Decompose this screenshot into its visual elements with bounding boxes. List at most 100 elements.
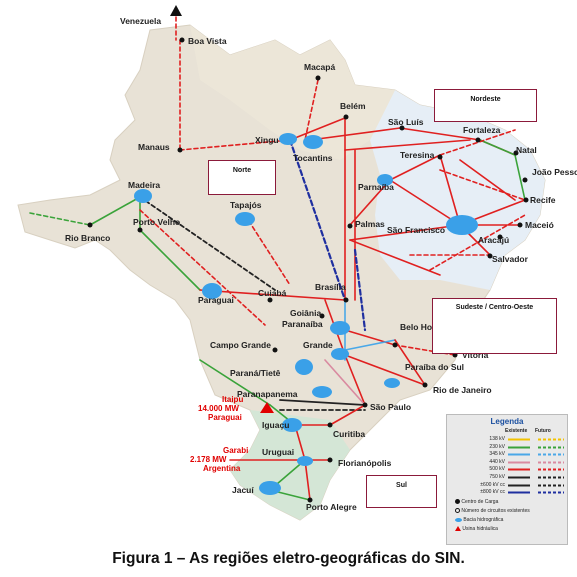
svg-text:Palmas: Palmas (355, 219, 385, 229)
basin-xingu (279, 133, 297, 145)
basin-tocantins (303, 135, 323, 149)
svg-text:Paranaíba: Paranaíba (282, 319, 323, 329)
svg-text:Argentina: Argentina (203, 464, 241, 473)
basin-grande (331, 348, 349, 360)
legend-title: Legenda (490, 417, 524, 426)
garabi-annotation: Garabi 2.178 MW Argentina (190, 446, 248, 473)
svg-text:Porto Alegre: Porto Alegre (306, 502, 357, 512)
load-centers (87, 37, 529, 503)
svg-text:Paraguai: Paraguai (198, 295, 234, 305)
legend-row-voltage: ±800 kV cc (480, 489, 564, 496)
sul-region (230, 410, 350, 520)
svg-text:Tapajós: Tapajós (230, 200, 262, 210)
legend-symbol-load-center: Centro de Carga (455, 499, 498, 506)
legend-col-existing: Existente (505, 428, 528, 434)
svg-text:Aracajú: Aracajú (478, 235, 509, 245)
region-box-sudeste: Sudeste / Centro-Oeste (432, 298, 557, 354)
legend-row-voltage: 500 kV (489, 466, 564, 473)
svg-text:Boa Vista: Boa Vista (188, 36, 227, 46)
svg-text:Garabi: Garabi (223, 446, 248, 455)
svg-text:São Francisco: São Francisco (387, 225, 445, 235)
svg-text:Natal: Natal (516, 145, 537, 155)
north-region (190, 25, 395, 160)
city-labels: Venezuela Boa Vista Macapá Manaus Belém … (65, 16, 577, 512)
svg-text:Madeira: Madeira (128, 180, 160, 190)
basin-paraguai (202, 283, 222, 299)
basin-paraiba-do-sul (384, 378, 400, 388)
legend-row-voltage: 750 kV (489, 474, 564, 480)
svg-text:Florianópolis: Florianópolis (338, 458, 392, 468)
region-box-sul: Sul (366, 475, 437, 508)
svg-text:Belo Horizonte: Belo Horizonte (400, 322, 460, 332)
svg-text:Paranapanema: Paranapanema (237, 389, 298, 399)
svg-text:Recife: Recife (530, 195, 556, 205)
figure-caption: Figura 1 – As regiões eletro-geográficas… (112, 550, 465, 567)
nordeste-region (370, 90, 545, 290)
region-box-nordeste: Nordeste (434, 89, 537, 122)
svg-text:14.000 MW: 14.000 MW (198, 404, 239, 413)
svg-text:São Luís: São Luís (388, 117, 424, 127)
legend-row-voltage: 230 kV (489, 443, 564, 450)
svg-text:Paraguai: Paraguai (208, 413, 242, 422)
svg-text:Manaus: Manaus (138, 142, 170, 152)
legend-col-future: Futuro (535, 428, 551, 434)
load-center-icon (455, 499, 460, 505)
basin-tapajos (235, 212, 255, 226)
svg-text:Jacuí: Jacuí (232, 485, 254, 495)
svg-text:Brasília: Brasília (315, 282, 346, 292)
basin-madeira (134, 189, 152, 203)
legend-row-voltage: ±600 kV cc (480, 481, 564, 488)
basin-sao-francisco (446, 215, 478, 235)
svg-text:Teresina: Teresina (400, 150, 435, 160)
legend-symbol-hydro: Usina hidráulica (455, 526, 498, 533)
basin-iguacu (282, 418, 302, 432)
svg-text:Paraíba do Sul: Paraíba do Sul (405, 362, 464, 372)
transmission-lines (29, 16, 526, 501)
svg-text:Campo Grande: Campo Grande (210, 340, 271, 350)
svg-text:Paraná/Tietê: Paraná/Tietê (230, 368, 281, 378)
basin-uruguai (297, 456, 313, 466)
svg-text:Xingu: Xingu (255, 135, 279, 145)
svg-text:Grande: Grande (303, 340, 333, 350)
svg-text:Uruguai: Uruguai (262, 447, 294, 457)
legend-row-voltage: 138 kV (489, 436, 564, 442)
legend-symbol-basin: Bacia hidrográfica (455, 517, 503, 524)
svg-text:Parnaíba: Parnaíba (358, 182, 394, 192)
basin-paranapanema (312, 386, 332, 398)
hydro-plant-icon (455, 526, 461, 532)
svg-text:Salvador: Salvador (492, 254, 529, 264)
svg-text:Belém: Belém (340, 101, 366, 111)
basin-paranaiba (330, 321, 350, 335)
svg-text:2.178 MW: 2.178 MW (190, 455, 227, 464)
venezuela-marker-icon (170, 5, 182, 16)
legend-row-voltage: 345 kV (489, 451, 564, 458)
basin-parana-tiete (295, 359, 313, 375)
basin-jacui (259, 481, 281, 495)
itaipu-annotation: Itaipu 14.000 MW Paraguai (198, 395, 243, 422)
svg-text:Tocantins: Tocantins (293, 153, 333, 163)
svg-text:Fortaleza: Fortaleza (463, 125, 501, 135)
svg-text:Porto Velho: Porto Velho (133, 217, 180, 227)
basin-parnaiba (377, 174, 393, 186)
svg-text:Vitória: Vitória (462, 350, 489, 360)
svg-text:Itaipu: Itaipu (222, 395, 243, 404)
svg-text:São Paulo: São Paulo (370, 402, 411, 412)
svg-text:Cuiabá: Cuiabá (258, 288, 287, 298)
svg-text:Rio Branco: Rio Branco (65, 233, 110, 243)
basin-icon (455, 517, 462, 522)
svg-text:Curitiba: Curitiba (333, 429, 365, 439)
region-box-norte: Norte (208, 160, 276, 195)
svg-text:Iguaçu: Iguaçu (262, 420, 289, 430)
svg-text:Macapá: Macapá (304, 62, 335, 72)
basins (134, 133, 478, 495)
legend-symbol-circuits: Número de circuitos existentes (455, 508, 530, 515)
circuit-count-icon (455, 508, 460, 514)
svg-text:Maceió: Maceió (525, 220, 554, 230)
itaipu-plant-icon (260, 402, 274, 413)
svg-text:Goiânia: Goiânia (290, 308, 321, 318)
svg-text:Venezuela: Venezuela (120, 16, 161, 26)
legend-row-voltage: 440 kV (489, 458, 564, 465)
svg-text:Rio de Janeiro: Rio de Janeiro (433, 385, 492, 395)
